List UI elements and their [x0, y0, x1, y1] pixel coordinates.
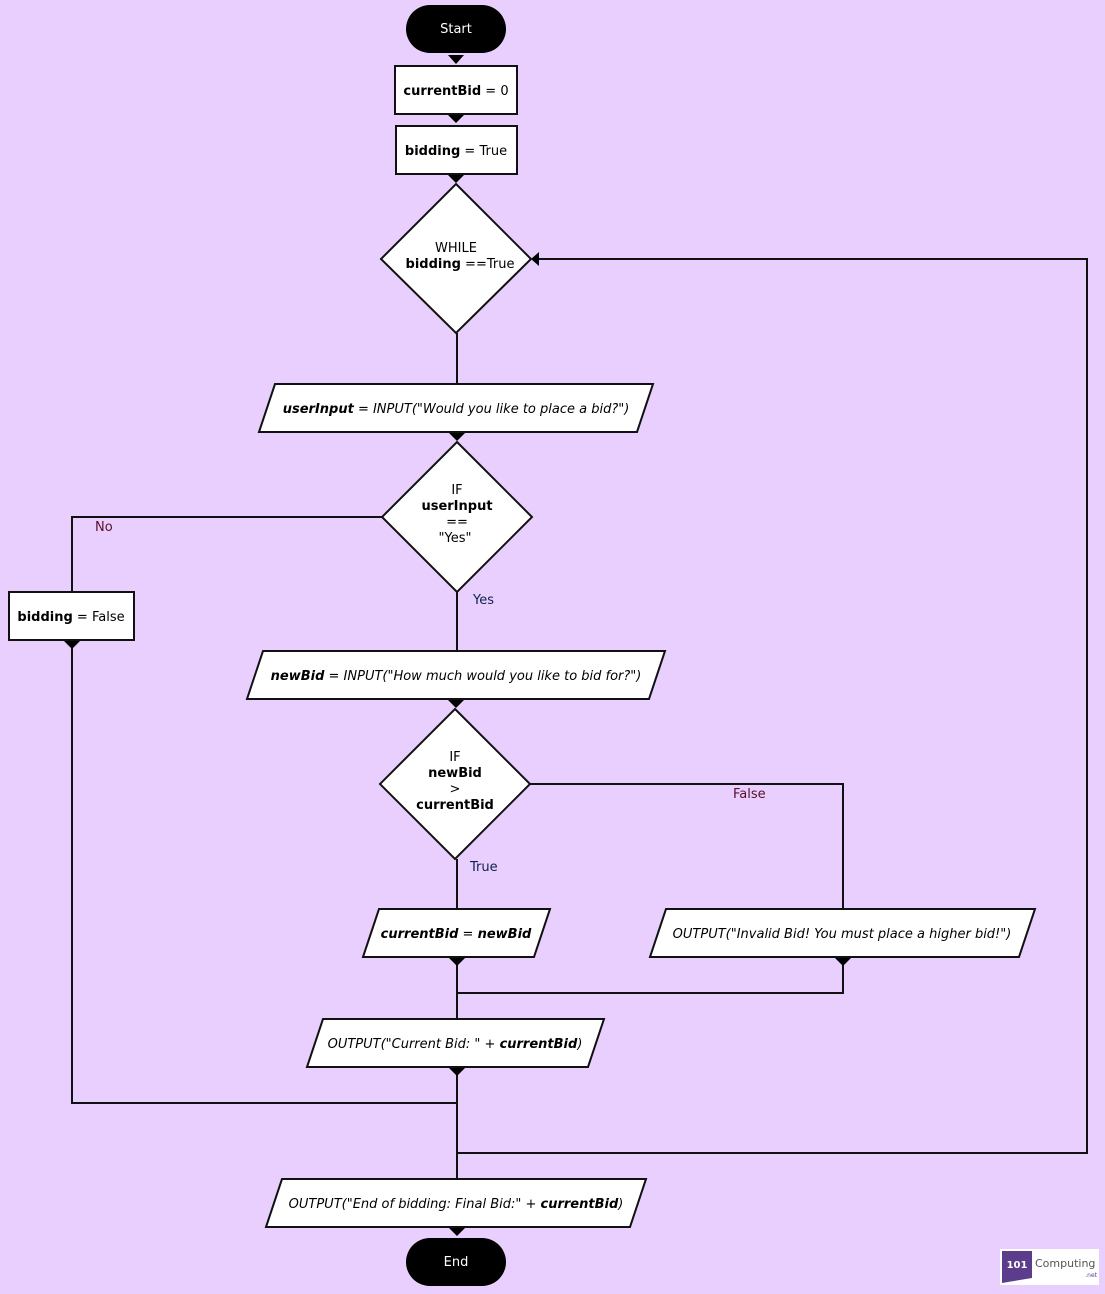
arrow-icon	[449, 1228, 465, 1236]
input-bid-io	[245, 650, 667, 700]
output-current-io	[305, 1018, 606, 1068]
if-user-decision	[380, 440, 534, 594]
arrow-icon	[449, 1068, 465, 1076]
logo-101-computing: 101 Computing .net	[1000, 1249, 1099, 1285]
arrow-icon	[64, 641, 80, 649]
output-end-io	[264, 1178, 648, 1228]
if-bid-keyword: IF	[449, 750, 460, 765]
if-bid-decision	[378, 707, 532, 861]
if-op: ==	[446, 515, 468, 530]
edge-no	[71, 516, 382, 592]
arrow-icon	[835, 958, 851, 966]
if-val: "Yes"	[439, 531, 472, 546]
if-bid-var2: currentBid	[416, 798, 494, 813]
if-bid-op: >	[450, 782, 461, 797]
while-decision	[379, 182, 533, 335]
while-condition: bidding ==True	[406, 257, 515, 272]
init-bidding-text: bidding = True	[405, 144, 507, 159]
while-keyword: WHILE	[435, 241, 477, 256]
svg-text:.net: .net	[1085, 1272, 1097, 1279]
edge-loop-back	[457, 258, 1088, 1154]
edge-label-false: False	[733, 787, 766, 802]
output-end-text: OUTPUT("End of bidding: Final Bid:" + cu…	[289, 1197, 624, 1212]
arrow-icon	[449, 958, 465, 966]
arrow-icon	[448, 175, 464, 183]
init-bid-text: currentBid = 0	[403, 84, 508, 99]
svg-text:101: 101	[1007, 1260, 1028, 1271]
edge-label-no: No	[95, 520, 113, 535]
loop-arrow-icon	[531, 252, 539, 266]
arrow-icon	[449, 433, 465, 441]
init-bidding-process	[395, 125, 518, 175]
input-user-text: userInput = INPUT("Would you like to pla…	[283, 402, 630, 417]
edge-false	[530, 783, 844, 909]
arrow-icon	[448, 55, 464, 64]
connectors	[71, 252, 1088, 1179]
if-bid-var1: newBid	[428, 766, 482, 781]
end-terminal	[406, 1238, 506, 1286]
edge-label-true: True	[469, 860, 498, 875]
edge-label-yes: Yes	[472, 593, 494, 608]
end-label: End	[444, 1255, 469, 1270]
output-current-text: OUTPUT("Current Bid: " + currentBid)	[328, 1037, 583, 1052]
set-false-text: bidding = False	[17, 610, 124, 625]
edge-false-merge	[71, 640, 457, 1104]
start-label: Start	[440, 22, 472, 37]
input-user-io	[257, 383, 655, 433]
svg-text:Computing: Computing	[1035, 1257, 1095, 1270]
if-var: userInput	[421, 499, 492, 514]
input-bid-text: newBid = INPUT("How much would you like …	[271, 669, 642, 684]
output-invalid-io	[648, 908, 1037, 958]
if-keyword: IF	[451, 483, 462, 498]
start-terminal	[406, 5, 506, 53]
output-invalid-text: OUTPUT("Invalid Bid! You must place a hi…	[673, 927, 1012, 942]
edge-invalid-merge	[457, 957, 844, 994]
init-bid-process	[394, 65, 518, 115]
set-false-process	[8, 591, 135, 641]
arrow-icon	[448, 115, 464, 123]
assign-bid-process	[361, 908, 552, 958]
arrow-icon	[448, 700, 464, 708]
assign-bid-text: currentBid = newBid	[381, 927, 532, 942]
